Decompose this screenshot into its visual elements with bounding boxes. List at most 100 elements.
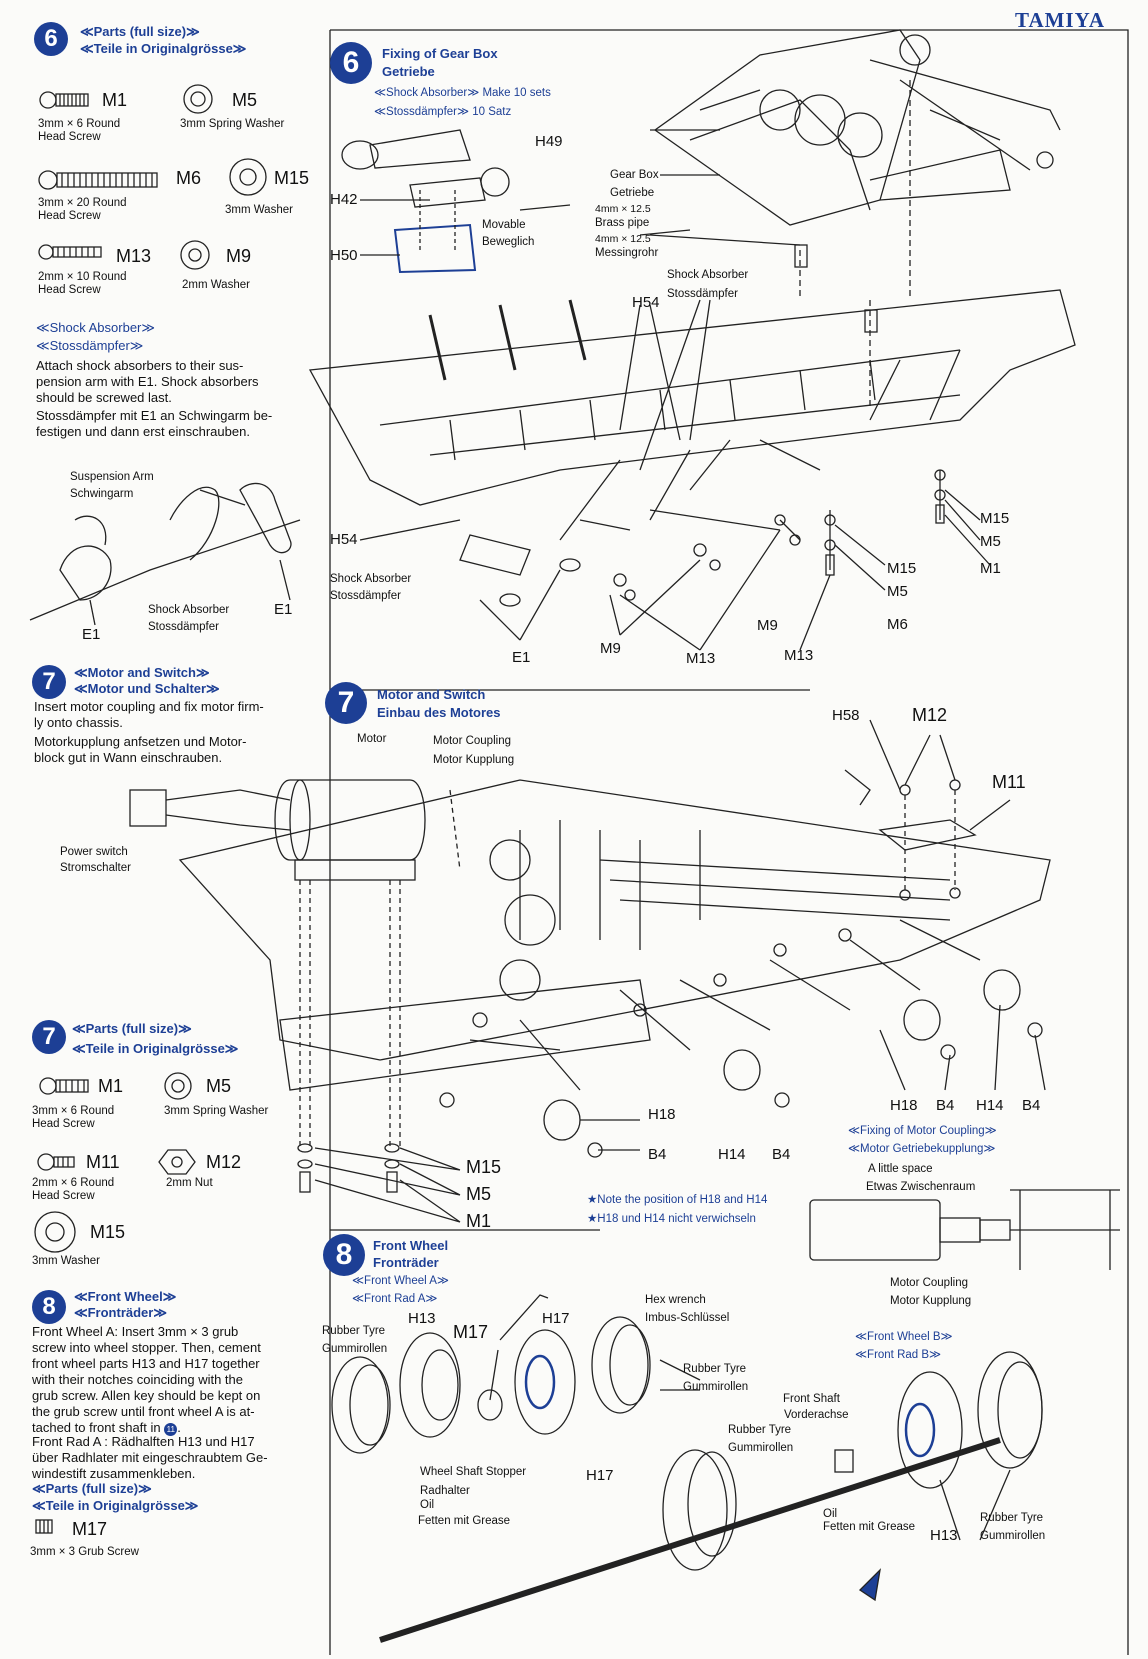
part-code-m5: M5 [206, 1076, 232, 1096]
part-m9: M9 [757, 617, 778, 634]
wheel-shaft-stopper-label: Wheel Shaft Stopper [420, 1466, 527, 1478]
part-m9: M9 [600, 640, 621, 657]
front-wheel-b-label: ≪Front Wheel B≫ [855, 1331, 953, 1343]
part-desc: 2mm × 6 Round [32, 1177, 115, 1189]
little-space-label: A little space [868, 1163, 933, 1175]
part-desc: 3mm Spring Washer [180, 118, 285, 130]
rubber-tyre-label: Rubber Tyre [683, 1363, 747, 1375]
suspension-arm-label: Suspension Arm [70, 471, 154, 483]
part-h54: H54 [330, 531, 358, 548]
shock-absorber-label: Shock Absorber [667, 269, 749, 281]
part-m12: M12 [912, 705, 948, 725]
part-code-m15: M15 [274, 168, 310, 188]
front-wheel-heading-en: ≪Front Wheel≫ [74, 1289, 177, 1304]
shock-heading-en: ≪Shock Absorber≫ [36, 320, 155, 335]
brand-logo: TAMIYA [1015, 8, 1106, 32]
part-b4: B4 [936, 1097, 955, 1114]
motor-switch-heading: Motor and Switch [377, 687, 486, 702]
little-space-label-de: Etwas Zwischenraum [866, 1181, 976, 1193]
front-wheel-heading-de: Fronträder [373, 1255, 439, 1270]
gearbox-label-de: Getriebe [610, 187, 655, 199]
coupling-label-de: Motor Kupplung [890, 1295, 972, 1307]
part-desc: 3mm Spring Washer [164, 1105, 269, 1117]
part-h13: H13 [930, 1527, 958, 1544]
parts-heading-en: ≪Parts (full size)≫ [32, 1481, 152, 1496]
power-switch-label-de: Stromschalter [60, 862, 131, 874]
rubber-tyre-label: Rubber Tyre [322, 1325, 386, 1337]
oil-label: Oil [823, 1508, 838, 1520]
step-8-badge: 8 [32, 1290, 66, 1324]
part-h13: H13 [408, 1310, 436, 1327]
parts-heading-de: ≪Teile in Originalgrösse≫ [72, 1041, 239, 1056]
make-sets-label-de: ≪Stossdämpfer≫ 10 Satz [374, 106, 512, 118]
motor-switch-heading-de: Einbau des Motores [377, 705, 501, 720]
part-code-m12: M12 [206, 1152, 242, 1172]
motor-coupling-label: Motor Coupling [433, 735, 511, 747]
part-desc: Head Screw [32, 1190, 95, 1202]
part-desc: 2mm Washer [182, 279, 250, 291]
step-6-badge: 6 [34, 22, 68, 56]
part-m5: M5 [980, 533, 1001, 550]
part-e1: E1 [512, 649, 531, 666]
part-h49: H49 [535, 133, 563, 150]
shock-heading-de: ≪Stossdämpfer≫ [36, 338, 144, 353]
part-h14: H14 [718, 1146, 746, 1163]
front-wheel-heading: Front Wheel [373, 1238, 449, 1253]
part-code-m1: M1 [102, 90, 128, 110]
brass-pipe-label-de: Messingrohr [595, 247, 659, 259]
brass-pipe-size: 4mm × 12.5 [595, 233, 651, 245]
part-code-m17: M17 [72, 1519, 108, 1539]
part-h14: H14 [976, 1097, 1004, 1114]
step-7-badge: 7 [32, 665, 66, 699]
part-m5: M5 [887, 583, 908, 600]
shock-absorber-label-de: Stossdämpfer [667, 288, 738, 300]
part-desc: 3mm Washer [225, 204, 293, 216]
m1-screw-icon [39, 91, 89, 109]
front-shaft-label-de: Vorderachse [784, 1409, 849, 1421]
note-label-de: ★H18 und H14 nicht verwichseln [587, 1213, 756, 1225]
power-switch-label: Power switch [60, 846, 128, 858]
part-b4: B4 [772, 1146, 791, 1163]
e1-label: E1 [274, 601, 293, 618]
part-code-m13: M13 [116, 246, 152, 266]
hex-wrench-label-de: Imbus-Schlüssel [645, 1312, 730, 1324]
part-desc: 3mm Washer [32, 1255, 100, 1267]
fixing-coupling-heading: ≪Fixing of Motor Coupling≫ [848, 1125, 997, 1137]
coupling-label: Motor Coupling [890, 1277, 968, 1289]
parts-heading-de: ≪Teile in Originalgrösse≫ [32, 1498, 199, 1513]
part-m6: M6 [887, 616, 908, 633]
motor-text-en: Insert motor coupling and fix motor firm… [34, 699, 264, 730]
rubber-tyre-label-de: Gummirollen [728, 1442, 794, 1454]
motor-switch-heading-en: ≪Motor and Switch≫ [74, 665, 210, 680]
motor-text-de: Motorkupplung anfsetzen und Motor-block … [34, 734, 247, 765]
shock-text-de: Stossdämpfer mit E1 an Schwingarm be-fes… [36, 408, 273, 439]
shock-absorber-label-de: Stossdämpfer [148, 621, 219, 633]
hex-wrench-label: Hex wrench [645, 1294, 706, 1306]
part-desc: Head Screw [38, 284, 101, 296]
part-m1: M1 [466, 1211, 492, 1231]
oil-grease-label: Fetten mit Grease [823, 1521, 916, 1533]
parts-heading-en: ≪Parts (full size)≫ [80, 24, 200, 39]
rubber-tyre-label-de: Gummirollen [322, 1343, 388, 1355]
front-shaft-label: Front Shaft [783, 1393, 840, 1405]
make-sets-label: ≪Shock Absorber≫ Make 10 sets [374, 87, 551, 99]
shock-absorber-label-de: Stossdämpfer [330, 590, 401, 602]
part-h50: H50 [330, 247, 358, 264]
oil-label: Oil [420, 1499, 435, 1511]
part-code-m5: M5 [232, 90, 258, 110]
part-h17: H17 [586, 1467, 614, 1484]
rubber-tyre-label-de: Gummirollen [683, 1381, 749, 1393]
gearbox-label: Gear Box [610, 169, 659, 181]
part-m13: M13 [686, 650, 716, 667]
part-h54: H54 [632, 294, 660, 311]
part-h17: H17 [542, 1310, 570, 1327]
e1-label: E1 [82, 626, 101, 643]
part-b4: B4 [1022, 1097, 1041, 1114]
brass-pipe-label: Brass pipe [595, 217, 650, 229]
step-8-main-badge: 8 [323, 1234, 365, 1276]
part-m1: M1 [980, 560, 1001, 577]
part-desc: 3mm × 6 Round [38, 118, 121, 130]
motor-switch-heading-de: ≪Motor und Schalter≫ [74, 681, 220, 696]
part-h58: H58 [832, 707, 860, 724]
